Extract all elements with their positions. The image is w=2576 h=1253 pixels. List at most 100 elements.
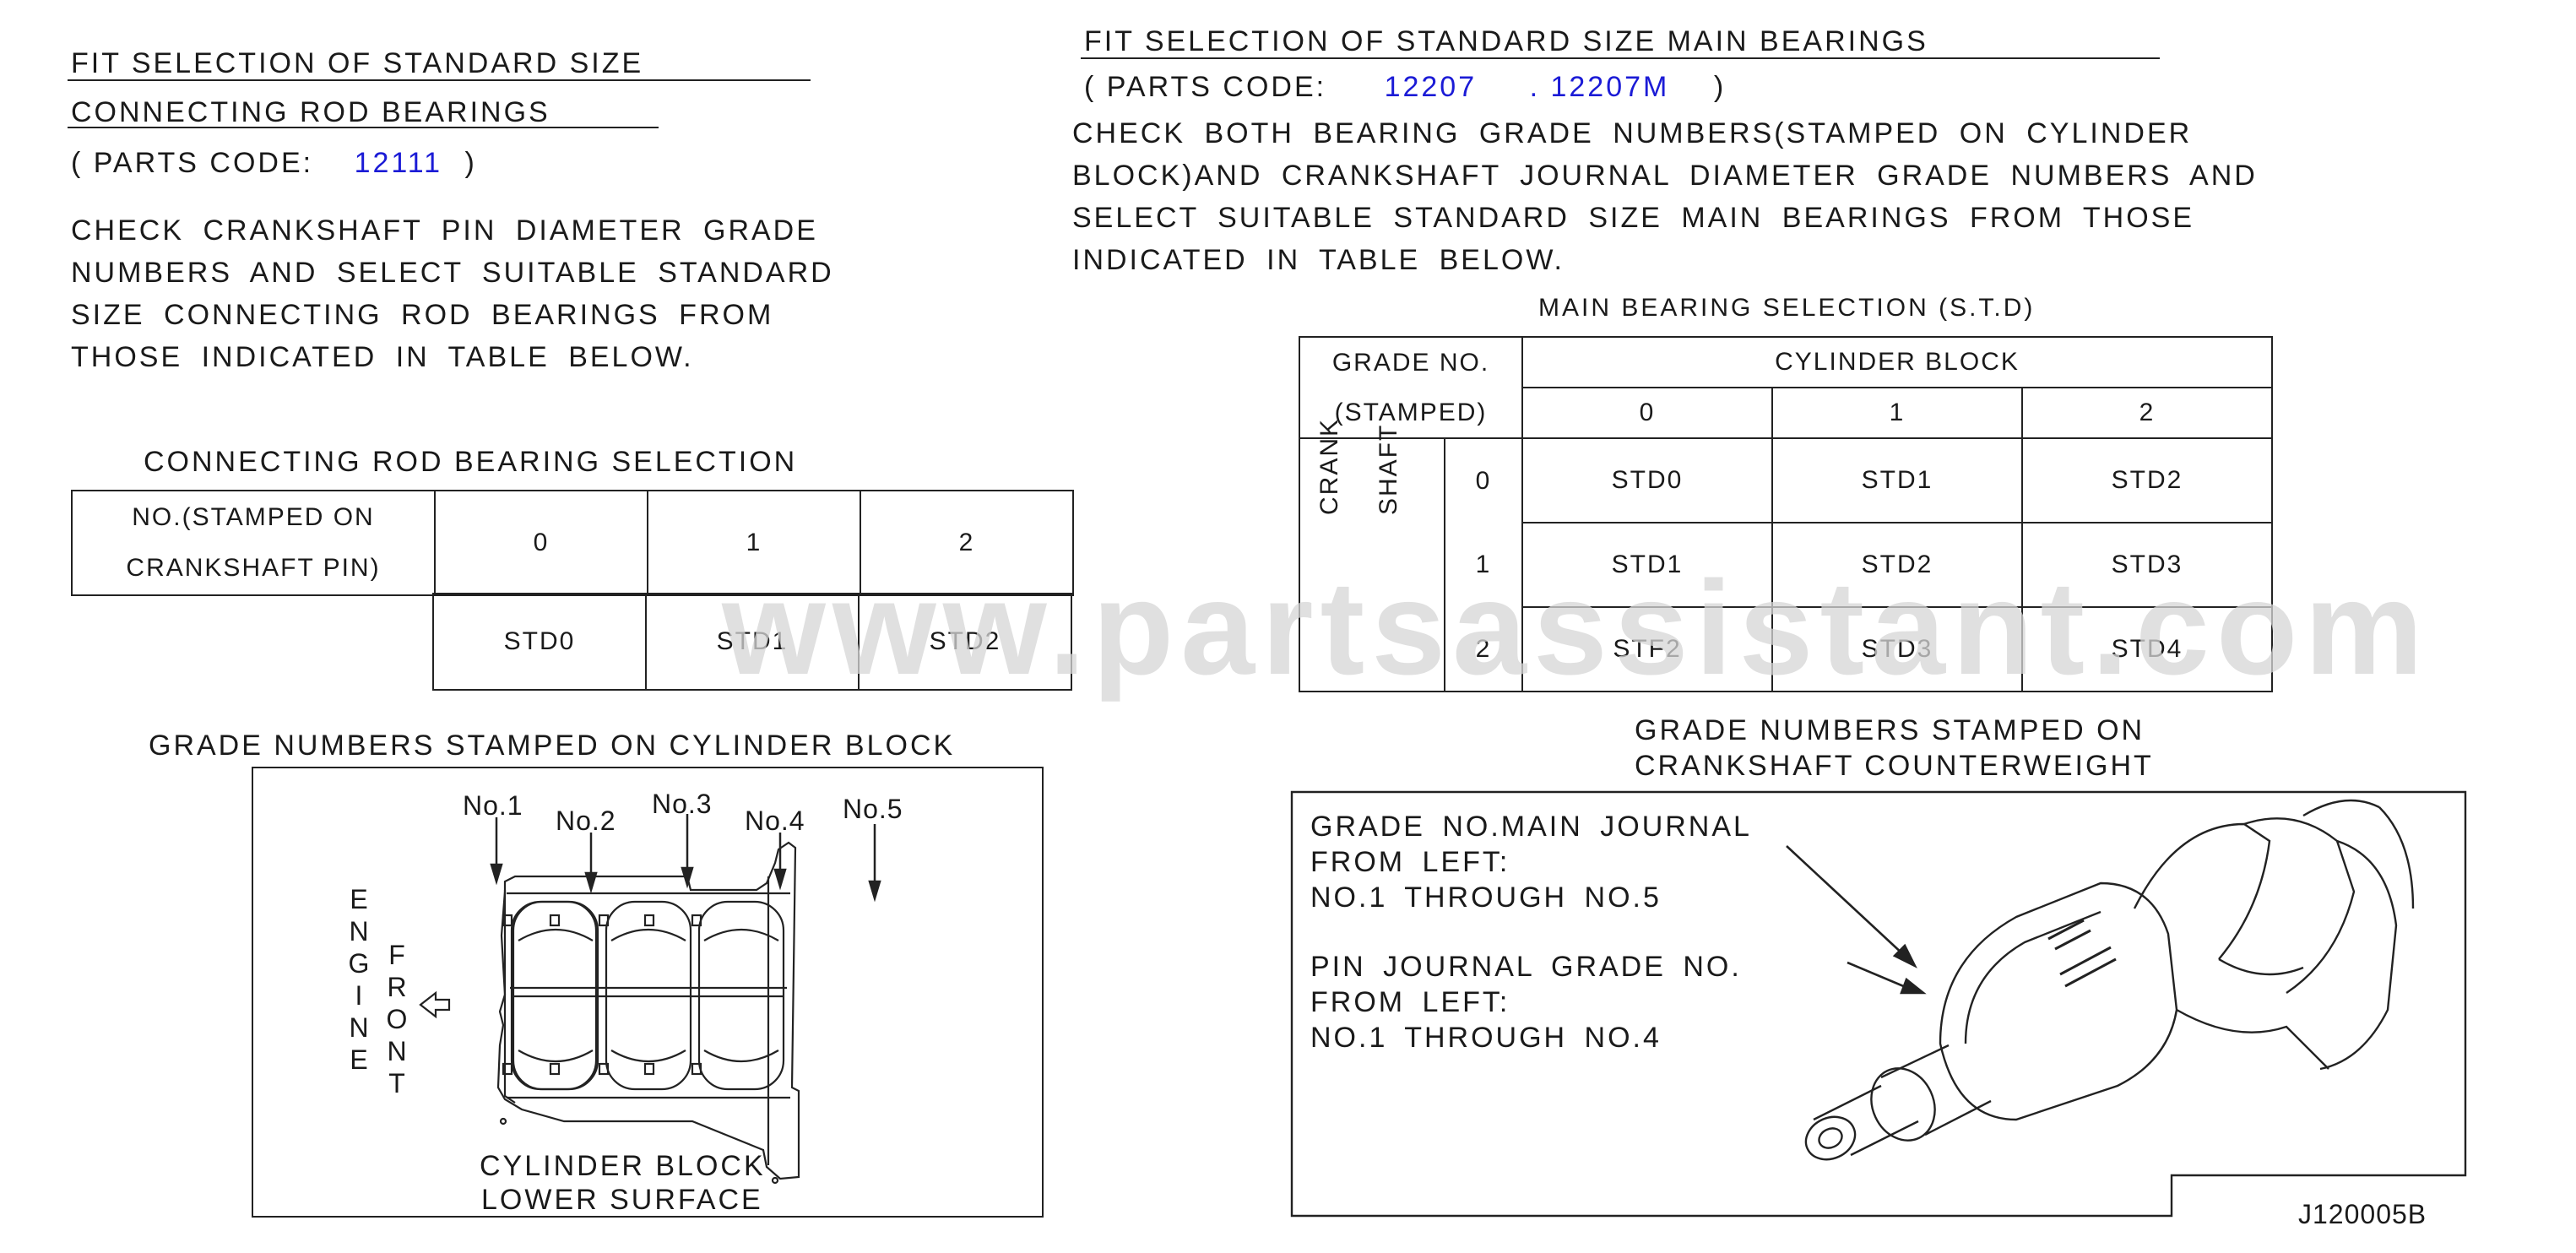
cyl-position-label: No.5: [843, 794, 903, 824]
pin-journal-note-line: PIN JOURNAL GRADE NO.: [1310, 951, 1742, 983]
conrod-parts-code: ( PARTS CODE: 12111 ): [71, 149, 477, 177]
conrod-parts-prefix: ( PARTS CODE:: [71, 147, 314, 179]
conrod-instruction-line: THOSE INDICATED IN TABLE BELOW.: [71, 341, 694, 373]
main-instruction-line: INDICATED IN TABLE BELOW.: [1072, 244, 1565, 276]
main-selection-table: GRADE NO. CYLINDER BLOCK (STAMPED) 0 1 2…: [1299, 336, 2273, 692]
crank-cw-title-line1: GRADE NUMBERS STAMPED ON: [1635, 714, 2145, 746]
conrod-title-line2: CONNECTING ROD BEARINGS: [71, 96, 550, 128]
main-journal-note-line: GRADE NO.MAIN JOURNAL: [1310, 811, 1752, 843]
main-crank-text: CRANK: [1315, 417, 1343, 515]
pointer-arrow-icon: [681, 866, 694, 889]
main-block-grade-1: 1: [1771, 387, 2023, 439]
main-cell-2-1: STD3: [1771, 606, 2023, 692]
leader-arrow-icon: [1892, 943, 1917, 968]
main-instruction-line: SELECT SUITABLE STANDARD SIZE MAIN BEARI…: [1072, 202, 2195, 234]
conrod-grade-1: 1: [647, 490, 861, 596]
front-letter: N: [387, 1036, 407, 1066]
main-journal-note: GRADE NO.MAIN JOURNAL FROM LEFT: NO.1 TH…: [1310, 809, 1752, 915]
main-cell-1-1: STD2: [1771, 522, 2023, 608]
crank-figure-frame: [1290, 790, 2467, 1218]
conrod-instructions: CHECK CRANKSHAFT PIN DIAMETER GRADE NUMB…: [71, 209, 881, 378]
main-crank-grade-2: 2: [1445, 607, 1523, 692]
conrod-result-2: STD2: [858, 593, 1072, 691]
crankshaft-figure: [1290, 790, 2467, 1218]
front-vertical-text: F R O N T: [384, 939, 409, 1099]
main-parts-suffix: ): [1713, 71, 1727, 103]
main-cell-1-0: STD1: [1521, 522, 1773, 608]
cyl-block-title: GRADE NUMBERS STAMPED ON CYLINDER BLOCK: [149, 730, 956, 762]
front-arrow-icon: [419, 990, 451, 1019]
main-cell-0-1: STD1: [1771, 437, 2023, 523]
conrod-result-row: STD0 STD1 STD2: [432, 593, 1072, 691]
conrod-title-underline2: [68, 127, 659, 128]
main-cylinder-block-label: CYLINDER BLOCK: [1521, 336, 2273, 388]
cyl-position-label: No.1: [463, 790, 523, 821]
conrod-instruction-line: NUMBERS AND SELECT SUITABLE STANDARD: [71, 257, 834, 289]
leader-arrow-icon: [1900, 977, 1927, 995]
pointer-arrow-icon: [584, 871, 598, 894]
conrod-parts-suffix: ): [464, 147, 477, 179]
main-parts-code: ( PARTS CODE: 12207 . 12207M ): [1084, 73, 1726, 101]
front-letter: O: [386, 1004, 408, 1034]
conrod-table-title: CONNECTING ROD BEARING SELECTION: [144, 446, 798, 478]
pointer-arrow-icon: [868, 880, 881, 903]
engine-letter: N: [349, 916, 369, 947]
main-shaft-text: SHAFT: [1375, 423, 1402, 515]
main-parts-sep: .: [1529, 71, 1541, 103]
engine-letter: E: [350, 884, 368, 914]
conrod-parts-code-value: 12111: [354, 147, 443, 179]
pin-journal-note-line: NO.1 THROUGH NO.4: [1310, 1022, 1662, 1054]
conrod-header-cell: NO.(STAMPED ON CRANKSHAFT PIN): [71, 490, 436, 596]
front-letter: R: [387, 972, 407, 1002]
cyl-block-caption-line1: CYLINDER BLOCK: [480, 1150, 766, 1182]
main-journal-note-line: FROM LEFT:: [1310, 846, 1510, 878]
main-cell-0-0: STD0: [1521, 437, 1773, 523]
main-block-grade-2: 2: [2021, 387, 2273, 439]
main-table-title: MAIN BEARING SELECTION (S.T.D): [1538, 294, 2036, 322]
cylinder-block-drawing: [419, 814, 881, 1185]
conrod-instruction-line: SIZE CONNECTING ROD BEARINGS FROM: [71, 299, 774, 331]
pin-journal-note: PIN JOURNAL GRADE NO. FROM LEFT: NO.1 TH…: [1310, 949, 1742, 1055]
cyl-position-label: No.2: [556, 806, 616, 836]
engine-letter: I: [355, 980, 363, 1011]
conrod-header-line1: NO.(STAMPED ON: [132, 503, 375, 531]
conrod-title-underline1: [68, 79, 811, 81]
main-stamped-label: (STAMPED): [1299, 388, 1523, 439]
main-crankshaft-label: CRANK SHAFT: [1299, 418, 1445, 692]
cyl-block-caption-line2: LOWER SURFACE: [481, 1184, 763, 1216]
main-instruction-line: CHECK BOTH BEARING GRADE NUMBERS(STAMPED…: [1072, 117, 2193, 149]
engine-letter: E: [350, 1044, 368, 1075]
watermark-text: www.partsassistant.com: [722, 554, 2430, 702]
main-journal-note-line: NO.1 THROUGH NO.5: [1310, 881, 1662, 914]
main-cell-1-2: STD3: [2021, 522, 2273, 608]
conrod-result-0: STD0: [432, 593, 647, 691]
conrod-instruction-line: CHECK CRANKSHAFT PIN DIAMETER GRADE: [71, 214, 818, 247]
main-instructions: CHECK BOTH BEARING GRADE NUMBERS(STAMPED…: [1072, 112, 2339, 281]
conrod-grade-0: 0: [434, 490, 648, 596]
main-cell-2-2: STD4: [2021, 606, 2273, 692]
figure-code: J120005B: [2298, 1199, 2427, 1229]
main-parts-code-2: 12207M: [1550, 71, 1670, 103]
conrod-title-line1: FIT SELECTION OF STANDARD SIZE: [71, 47, 644, 79]
pointer-arrow-icon: [490, 863, 503, 886]
engine-letter: N: [349, 1012, 369, 1043]
engine-vertical-text: E N G I N E: [346, 883, 371, 1076]
cyl-position-label: No.3: [652, 789, 713, 819]
main-block-grade-0: 0: [1521, 387, 1773, 439]
main-crank-grade-1: 1: [1445, 523, 1523, 607]
conrod-grade-2: 2: [860, 490, 1074, 596]
cyl-block-figure-frame: [252, 767, 1044, 1218]
main-cell-2-0: STF2: [1521, 606, 1773, 692]
conrod-result-1: STD1: [645, 593, 860, 691]
main-instruction-line: BLOCK)AND CRANKSHAFT JOURNAL DIAMETER GR…: [1072, 160, 2258, 192]
main-parts-code-1: 12207: [1384, 71, 1478, 103]
main-cell-0-2: STD2: [2021, 437, 2273, 523]
main-title: FIT SELECTION OF STANDARD SIZE MAIN BEAR…: [1084, 25, 1928, 57]
cyl-position-label: No.4: [745, 806, 805, 836]
pin-journal-note-line: FROM LEFT:: [1310, 986, 1510, 1018]
main-crank-grade-0: 0: [1445, 438, 1523, 523]
engine-letter: G: [348, 948, 370, 979]
crank-cw-title-line2: CRANKSHAFT COUNTERWEIGHT: [1635, 750, 2154, 782]
main-grade-no-label: GRADE NO.: [1299, 336, 1523, 388]
main-parts-prefix: ( PARTS CODE:: [1084, 71, 1327, 103]
